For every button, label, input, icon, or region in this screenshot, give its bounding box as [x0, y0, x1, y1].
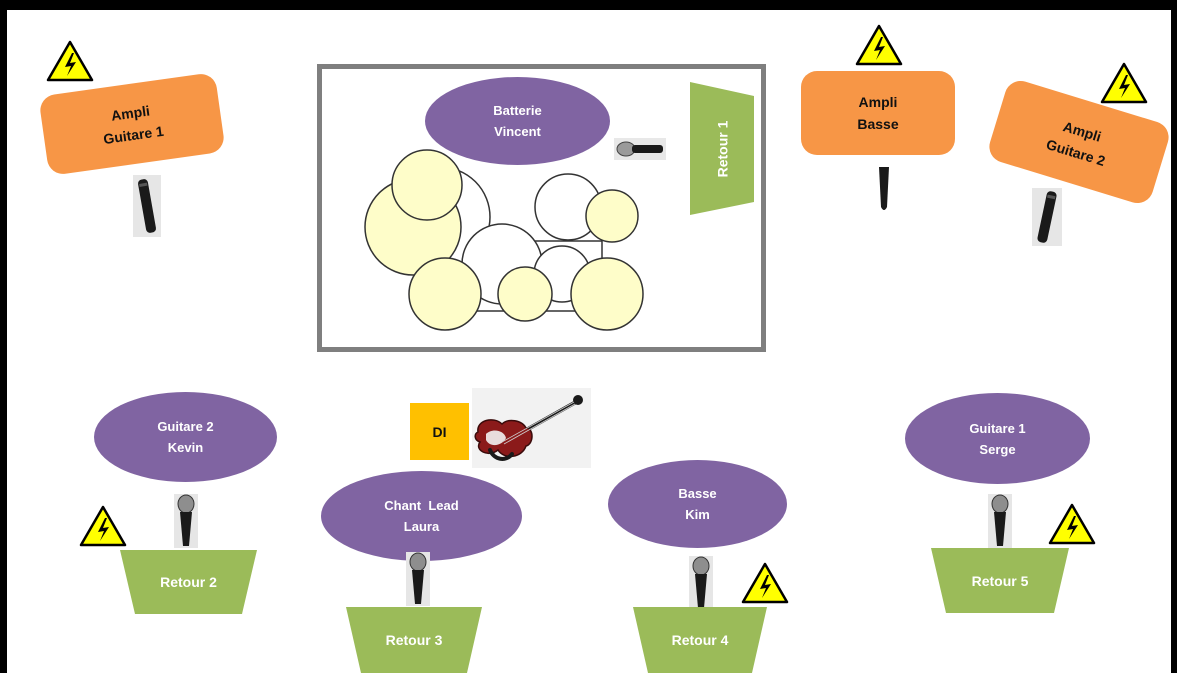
di-label: DI	[432, 423, 447, 440]
musician-role: Guitare 1	[969, 420, 1026, 436]
monitor-wedge	[690, 82, 754, 215]
microphone-icon	[1032, 188, 1062, 246]
microphone-icon	[988, 494, 1012, 548]
monitor-retour-5: Retour 5	[931, 548, 1069, 613]
microphone-icon	[133, 175, 161, 237]
musician-batterie-vincent: Batterie Vincent	[425, 77, 610, 165]
drumkit-drawing	[364, 149, 644, 331]
amp-label: Ampli	[858, 94, 898, 110]
musician-guitare-1-serge: Guitare 1 Serge	[905, 393, 1090, 484]
monitor-retour-2: Retour 2	[120, 550, 257, 614]
monitor-label: Retour 4	[671, 632, 729, 648]
monitor-retour-3: Retour 3	[346, 607, 482, 673]
monitor-label-wrap: Retour 5	[931, 548, 1069, 613]
musician-basse-kim: Basse Kim	[608, 460, 787, 548]
musician-guitare-2-kevin: Guitare 2 Kevin	[94, 392, 277, 482]
musician-role: Basse	[678, 486, 717, 501]
high-voltage-warning-icon	[1048, 503, 1096, 545]
microphone-icon	[614, 138, 666, 160]
electric-violin-icon	[472, 388, 591, 468]
musician-chant-lead-laura: Chant Lead Laura	[321, 471, 522, 561]
monitor-retour-1: Retour 1	[690, 82, 754, 215]
monitor-label: Retour 2	[160, 574, 217, 590]
monitor-label: Retour 3	[385, 632, 443, 648]
microphone-icon	[406, 552, 430, 606]
musician-name: Kim	[685, 507, 710, 522]
snare-drum	[497, 266, 553, 322]
china-cymbal	[585, 189, 639, 243]
monitor-label-wrap: Retour 4	[633, 607, 767, 673]
microphone-icon	[879, 167, 889, 210]
high-voltage-warning-icon	[46, 40, 94, 82]
monitor-label-wrap: Retour 1	[690, 82, 754, 215]
di-box: DI	[410, 403, 469, 460]
musician-role: Batterie	[493, 103, 542, 118]
high-voltage-warning-icon	[1100, 62, 1148, 104]
violin-drawing	[474, 395, 583, 461]
musician-name: Vincent	[494, 124, 541, 139]
monitor-label: Retour 1	[713, 120, 730, 177]
musician-name: Serge	[979, 441, 1016, 457]
microphone-icon	[174, 494, 198, 548]
musician-name: Laura	[403, 519, 440, 534]
high-voltage-warning-icon	[741, 562, 789, 604]
microphone-icon	[689, 556, 713, 610]
ride-cymbal	[570, 257, 644, 331]
musician-role: Chant Lead	[384, 498, 459, 513]
monitor-wedge	[120, 550, 257, 614]
monitor-label-wrap: Retour 2	[120, 550, 257, 614]
monitor-wedge	[633, 607, 767, 673]
amp-label: Basse	[857, 116, 899, 132]
musician-role: Guitare 2	[157, 419, 214, 434]
splash-cymbal	[391, 149, 463, 221]
monitor-retour-4: Retour 4	[633, 607, 767, 673]
monitor-label: Retour 5	[971, 572, 1029, 589]
monitor-wedge	[346, 607, 482, 673]
high-voltage-warning-icon	[855, 24, 903, 66]
monitor-wedge	[931, 548, 1069, 613]
musician-name: Kevin	[167, 440, 204, 455]
monitor-label-wrap: Retour 3	[346, 607, 482, 673]
hihat-cymbal	[408, 257, 482, 331]
amp-basse: Ampli Basse	[801, 71, 955, 155]
high-voltage-warning-icon	[79, 505, 127, 547]
